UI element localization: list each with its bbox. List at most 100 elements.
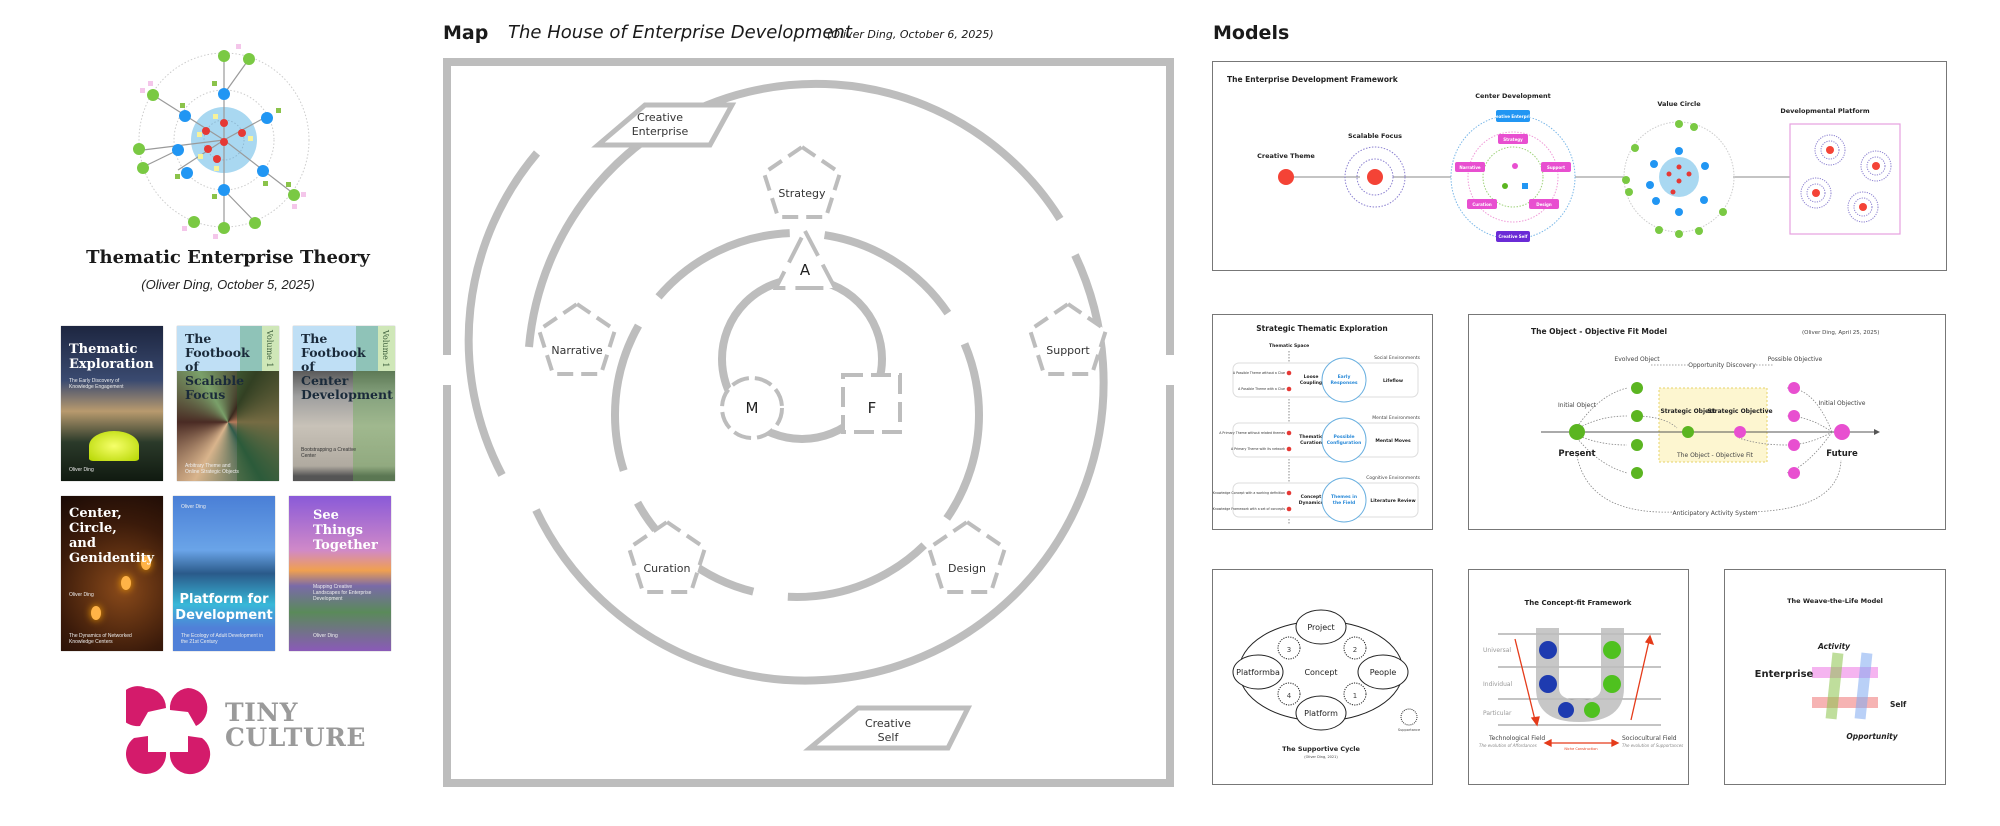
- svg-text:Possible Objective: Possible Objective: [1768, 356, 1823, 363]
- label-curation: Curation: [644, 562, 691, 575]
- svg-text:Responses: Responses: [1330, 380, 1357, 386]
- volume-tag: Volume 1: [378, 326, 395, 371]
- svg-text:A Knowledge Concept with a wor: A Knowledge Concept with a working defin…: [1213, 491, 1285, 495]
- book-center-circle-genidentity[interactable]: Center, Circle, and Genidentity Oliver D…: [61, 496, 163, 651]
- frame-lower: [443, 385, 1174, 787]
- card-title: The Weave-the-Life Model: [1787, 597, 1883, 605]
- svg-text:The Object - Objective Fit: The Object - Objective Fit: [1676, 452, 1754, 459]
- label-a: A: [800, 261, 811, 279]
- svg-text:Self: Self: [878, 731, 900, 744]
- svg-text:Mental Moves: Mental Moves: [1375, 438, 1411, 444]
- book-platform-for-development[interactable]: Oliver Ding Platform for Development The…: [173, 496, 275, 651]
- svg-text:Universal: Universal: [1483, 647, 1511, 654]
- form-square: [841, 373, 902, 434]
- svg-text:Themes in: Themes in: [1331, 494, 1357, 500]
- svg-text:Thematic: Thematic: [1299, 434, 1323, 440]
- house-of-enterprise-map: Creative Enterprise Creative Self Strate…: [443, 58, 1174, 787]
- map-author: (Oliver Ding, October 6, 2025): [827, 28, 994, 41]
- label-support: Support: [1046, 344, 1090, 357]
- card-title: The Object - Objective Fit Model: [1531, 327, 1667, 336]
- present-label: Present: [1558, 449, 1595, 459]
- svg-text:Activity: Activity: [1817, 642, 1851, 651]
- red-nodes: [202, 119, 246, 163]
- model-card-supportive-cycle[interactable]: Project People Platform Platformba Conce…: [1212, 569, 1433, 785]
- objective-nodes: [1734, 382, 1850, 479]
- card-title: The Enterprise Development Framework: [1227, 75, 1399, 84]
- svg-text:Support: Support: [1547, 165, 1565, 170]
- green-squares: [175, 81, 291, 199]
- book-title: See Things Together: [313, 508, 378, 553]
- future-label: Future: [1826, 449, 1858, 459]
- model-card-strategic-thematic-exploration[interactable]: Strategic Thematic Exploration Thematic …: [1210, 314, 1433, 530]
- svg-text:Early: Early: [1338, 374, 1351, 380]
- narrative-pentagon: [536, 301, 618, 376]
- card-title: Strategic Thematic Exploration: [1256, 324, 1388, 333]
- model-card-object-objective-fit[interactable]: The Object - Objective Fit Model (Oliver…: [1468, 314, 1946, 530]
- svg-text:Narrative: Narrative: [1459, 165, 1481, 170]
- svg-text:Cognitive Environments: Cognitive Environments: [1366, 475, 1420, 481]
- svg-text:Self: Self: [1890, 700, 1907, 709]
- svg-text:A Primary Theme with its netwo: A Primary Theme with its network: [1231, 447, 1285, 451]
- svg-text:Sociocultural Field: Sociocultural Field: [1622, 735, 1677, 742]
- svg-text:Coupling: Coupling: [1300, 380, 1322, 386]
- frame-upper: [443, 58, 1174, 355]
- book-author: Oliver Ding: [69, 467, 94, 473]
- label-strategy: Strategy: [778, 187, 826, 200]
- svg-text:Lifeflow: Lifeflow: [1383, 378, 1403, 384]
- stage-value-circle: Value Circle: [1657, 100, 1701, 108]
- svg-text:Platformba: Platformba: [1236, 668, 1280, 677]
- book-subtitle: The Dynamics of Networked Knowledge Cent…: [69, 633, 132, 645]
- connector-lines: [142, 56, 295, 230]
- motive-circle: [720, 376, 784, 440]
- book-title: Center, Circle, and Genidentity: [69, 506, 155, 566]
- book-author: Oliver Ding: [313, 633, 338, 639]
- svg-text:the Field: the Field: [1333, 500, 1355, 506]
- curation-pentagon: [626, 519, 708, 594]
- book-footbook-center-development[interactable]: Volume 1 The Footbook of Center Developm…: [293, 326, 395, 481]
- model-card-concept-fit-framework[interactable]: The Concept-fit Framework Universal Indi…: [1468, 569, 1689, 785]
- label-design: Design: [948, 562, 986, 575]
- green-nodes: [133, 50, 300, 234]
- svg-text:Niche Construction: Niche Construction: [1564, 747, 1597, 751]
- svg-text:The evolution of Supportances: The evolution of Supportances: [1622, 743, 1683, 748]
- volume-tag: Volume 1: [262, 326, 279, 371]
- svg-text:Enterprise: Enterprise: [1755, 669, 1814, 680]
- svg-text:Configuration: Configuration: [1327, 440, 1362, 446]
- svg-text:4: 4: [1287, 692, 1292, 700]
- creative-self-node: Creative Self: [803, 705, 973, 751]
- book-title: Platform for Development: [175, 592, 273, 623]
- tiny-culture-logo-icon: [126, 686, 211, 775]
- label-m: M: [746, 399, 759, 417]
- svg-text:Platform: Platform: [1304, 709, 1338, 718]
- svg-text:1: 1: [1353, 692, 1357, 700]
- yellow-squares: [197, 114, 253, 171]
- svg-text:Strategic Objective: Strategic Objective: [1707, 408, 1772, 415]
- svg-text:Creative Enterprise: Creative Enterprise: [1491, 114, 1535, 119]
- book-title: The Footbook of Center Development: [301, 331, 393, 402]
- svg-text:Initial Object: Initial Object: [1558, 402, 1597, 409]
- svg-text:Concept: Concept: [1301, 494, 1323, 500]
- svg-text:Technological Field: Technological Field: [1488, 735, 1545, 742]
- pink-squares: [140, 44, 306, 239]
- svg-text:Enterprise: Enterprise: [632, 125, 689, 138]
- exploration-row: Cognitive Environments A Knowledge Concep…: [1210, 475, 1421, 523]
- svg-text:Anticipatory Activity System: Anticipatory Activity System: [1672, 510, 1757, 517]
- book-author: Oliver Ding: [69, 592, 94, 598]
- model-card-weave-the-life[interactable]: The Weave-the-Life Model Activity Enterp…: [1724, 569, 1946, 785]
- creative-theme-dot: [1278, 169, 1294, 185]
- book-see-things-together[interactable]: See Things Together Mapping Creative Lan…: [289, 496, 391, 651]
- svg-text:People: People: [1370, 668, 1397, 677]
- model-card-enterprise-development-framework[interactable]: The Enterprise Development Framework Cre…: [1212, 61, 1947, 271]
- book-thematic-exploration[interactable]: Thematic Exploration The Early Discovery…: [61, 326, 163, 481]
- book-footbook-scalable-focus[interactable]: Volume 1 The Footbook of Scalable Focus …: [177, 326, 279, 481]
- platform-box: [1789, 123, 1901, 235]
- models-heading: Models: [1213, 22, 1290, 44]
- svg-text:Creative: Creative: [637, 111, 683, 124]
- label-narrative: Narrative: [551, 344, 602, 357]
- svg-text:Strategy: Strategy: [1503, 137, 1523, 142]
- svg-text:Individual: Individual: [1483, 681, 1513, 688]
- outer-orbit: [138, 52, 310, 228]
- svg-text:Opportunity: Opportunity: [1846, 732, 1898, 741]
